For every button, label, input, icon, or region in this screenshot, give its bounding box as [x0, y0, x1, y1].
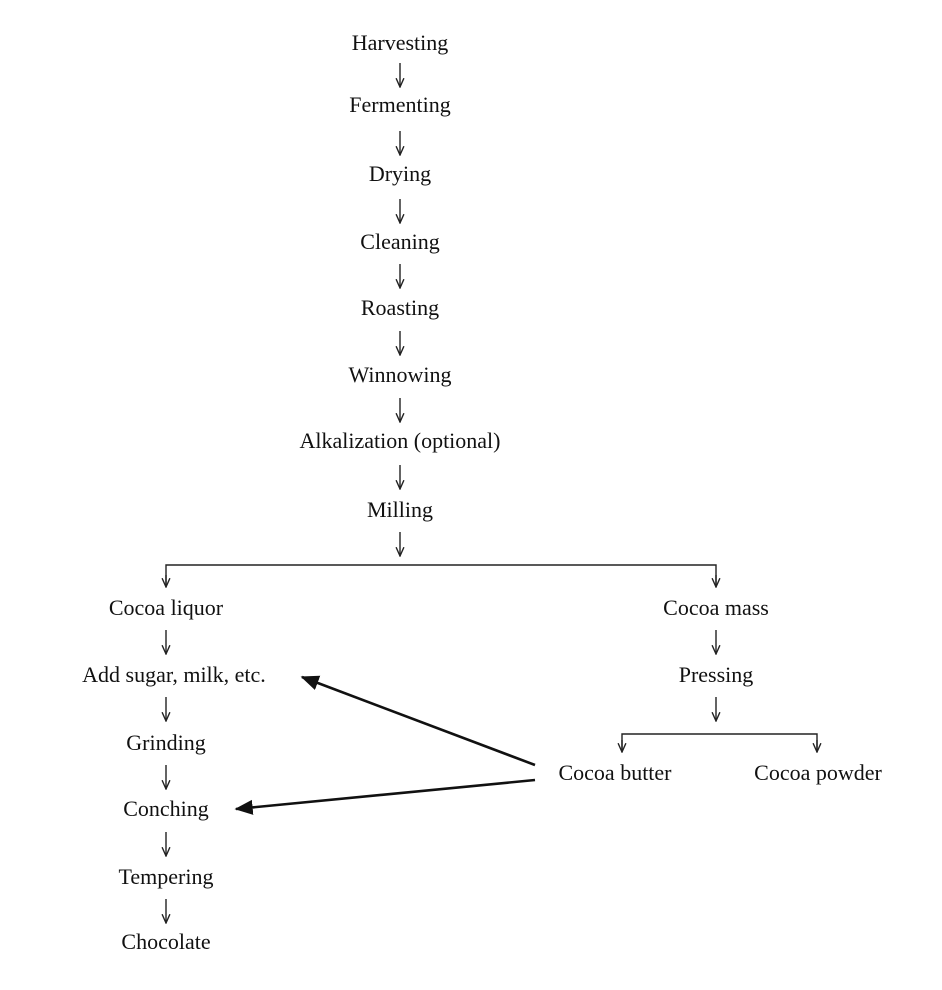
arrow-butter-to-conching: [234, 778, 536, 815]
step-cocoa-liquor: Cocoa liquor: [109, 595, 224, 620]
arrow-butter-to-add-sugar: [300, 675, 536, 767]
step-add-sugar-milk: Add sugar, milk, etc.: [82, 662, 266, 687]
step-tempering: Tempering: [119, 864, 214, 889]
step-chocolate: Chocolate: [121, 929, 210, 954]
step-milling: Milling: [367, 497, 433, 522]
step-drying: Drying: [369, 161, 431, 186]
split-bracket-pressing: [621, 733, 818, 750]
step-cocoa-butter: Cocoa butter: [558, 760, 672, 785]
step-pressing: Pressing: [679, 662, 754, 687]
step-conching: Conching: [123, 796, 209, 821]
step-roasting: Roasting: [361, 295, 439, 320]
step-fermenting: Fermenting: [349, 92, 450, 117]
step-winnowing: Winnowing: [349, 362, 452, 387]
step-cocoa-powder: Cocoa powder: [754, 760, 882, 785]
step-cleaning: Cleaning: [360, 229, 439, 254]
step-alkalization: Alkalization (optional): [300, 428, 501, 453]
step-cocoa-mass: Cocoa mass: [663, 595, 769, 620]
step-grinding: Grinding: [126, 730, 205, 755]
split-bracket-milling: [165, 564, 717, 585]
step-harvesting: Harvesting: [352, 30, 449, 55]
